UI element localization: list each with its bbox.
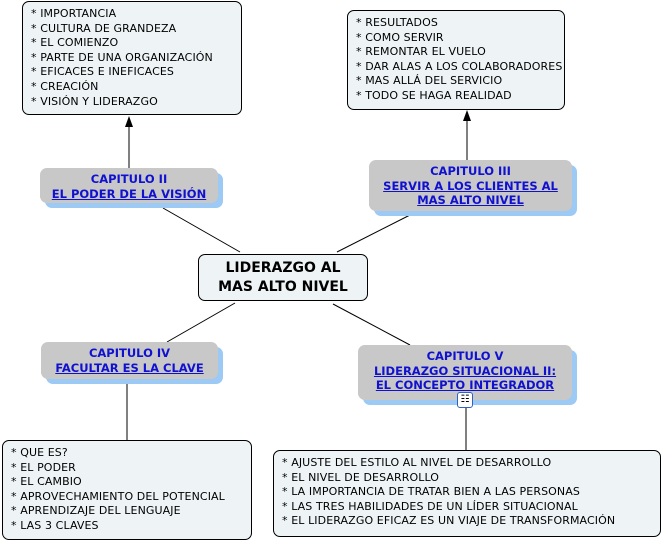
chapter-link[interactable]: FACULTAR ES LA CLAVE <box>55 360 204 375</box>
node-capitulo-ii: CAPITULO II EL PODER DE LA VISIÓN <box>40 168 218 203</box>
note-capitulo-v: * AJUSTE DEL ESTILO AL NIVEL DE DESARROL… <box>273 450 661 537</box>
node-capitulo-iii: CAPITULO III SERVIR A LOS CLIENTES AL MA… <box>369 160 572 211</box>
note-capitulo-iv: * QUE ES?* EL PODER* EL CAMBIO* APROVECH… <box>2 440 252 540</box>
chapter-link[interactable]: SERVIR A LOS CLIENTES AL <box>383 178 558 193</box>
arrowhead-icon <box>463 110 471 121</box>
chapter-link[interactable]: EL CONCEPTO INTEGRADOR <box>375 378 555 392</box>
node-capitulo-v: CAPITULO V LIDERAZGO SITUACIONAL II: EL … <box>358 345 572 400</box>
chapter-title: CAPITULO III <box>430 164 511 178</box>
chapter-link[interactable]: MAS ALTO NIVEL <box>417 193 524 207</box>
chapter-title: CAPITULO II <box>90 172 168 186</box>
note-capitulo-iii: * RESULTADOS* COMO SERVIR* REMONTAR EL V… <box>347 10 565 110</box>
chapter-title: CAPITULO IV <box>88 346 171 360</box>
chapter-link[interactable]: EL PODER DE LA VISIÓN <box>51 186 207 201</box>
chapter-title: CAPITULO V <box>426 349 504 363</box>
arrowhead-icon <box>125 116 133 127</box>
chapter-link[interactable]: LIDERAZGO SITUACIONAL II: <box>373 363 557 378</box>
concept-map-icon[interactable]: ☷ <box>457 392 473 408</box>
note-capitulo-ii: * IMPORTANCIA* CULTURA DE GRANDEZA* EL C… <box>22 1 242 115</box>
node-capitulo-iv: CAPITULO IV FACULTAR ES LA CLAVE <box>41 342 218 379</box>
